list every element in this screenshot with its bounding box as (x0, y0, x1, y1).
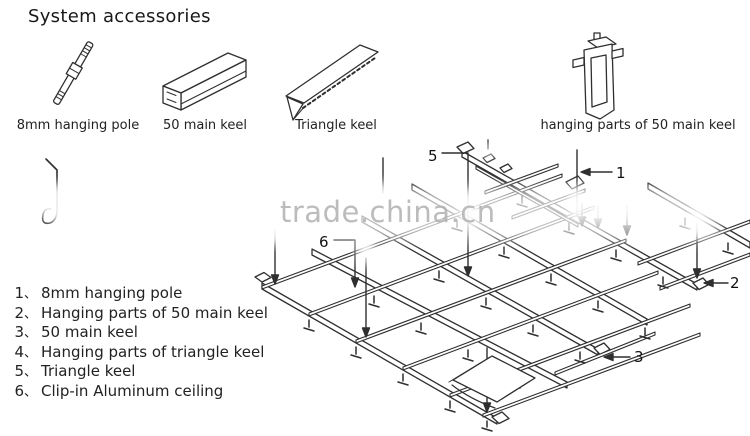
legend-num: 3 (14, 323, 24, 341)
legend-label: 50 main keel (41, 323, 138, 341)
fade-blob (459, 190, 479, 228)
legend-separator: 、 (24, 306, 38, 322)
legend-label: Clip-in Aluminum ceiling (41, 381, 224, 400)
fade-blob-hook (36, 183, 80, 223)
legend-item: 1、8mm hanging pole (10, 283, 268, 303)
legend-separator: 、 (24, 287, 38, 302)
fade-blob (374, 182, 392, 212)
caption-hanging-pole: 8mm hanging pole (16, 118, 140, 133)
fade-blob (618, 194, 636, 222)
main-keel-icon (162, 52, 247, 111)
ceiling-grid-diagram (254, 139, 750, 432)
caption-hanging-part: hanging parts of 50 main keel (540, 118, 736, 133)
legend-list: 1、8mm hanging pole 2、Hanging parts of 50… (10, 283, 268, 401)
fade-blob (589, 196, 607, 224)
legend-num: 2 (14, 303, 24, 322)
legend-separator: 、 (24, 326, 38, 341)
callout-3: 3 (634, 348, 644, 366)
fade-blob (266, 212, 284, 246)
fade-blob (480, 144, 494, 158)
hanging-pole-icon (52, 41, 94, 105)
page-title: System accessories (28, 6, 211, 27)
callout-2: 2 (730, 274, 740, 292)
fade-blob (568, 186, 586, 222)
fade-blob (688, 206, 706, 238)
legend-label: Hanging parts of 50 main keel (41, 303, 268, 322)
ceiling-panel (448, 355, 536, 409)
legend-num: 6 (14, 381, 24, 400)
watermark: trade.china.cn (280, 195, 496, 229)
caption-triangle-keel: Triangle keel (295, 118, 377, 133)
legend-item: 6、Clip-in Aluminum ceiling (10, 381, 268, 401)
triangle-keel-icon (285, 44, 379, 121)
legend-label: 8mm hanging pole (41, 284, 183, 302)
callout-1: 1 (616, 164, 626, 182)
legend-item: 5、Triangle keel (10, 361, 268, 381)
white-fade-band (250, 188, 720, 240)
legend-item: 3、50 main keel (10, 322, 268, 342)
caption-main-keel: 50 main keel (163, 118, 247, 133)
legend-separator: 、 (24, 345, 38, 361)
legend-separator: 、 (24, 365, 38, 380)
legend-num: 5 (14, 362, 24, 380)
legend-item: 2、Hanging parts of 50 main keel (10, 303, 268, 323)
legend-separator: 、 (24, 384, 38, 400)
legend-num: 1 (14, 284, 24, 302)
legend-num: 4 (14, 342, 24, 361)
fade-blob (357, 236, 375, 266)
legend-item: 4、Hanging parts of triangle keel (10, 342, 268, 362)
legend-label: Triangle keel (41, 362, 136, 380)
callout-5: 5 (428, 147, 438, 165)
hanging-part-icon (572, 32, 624, 120)
callout-6: 6 (319, 233, 329, 251)
legend-label: Hanging parts of triangle keel (41, 342, 265, 361)
